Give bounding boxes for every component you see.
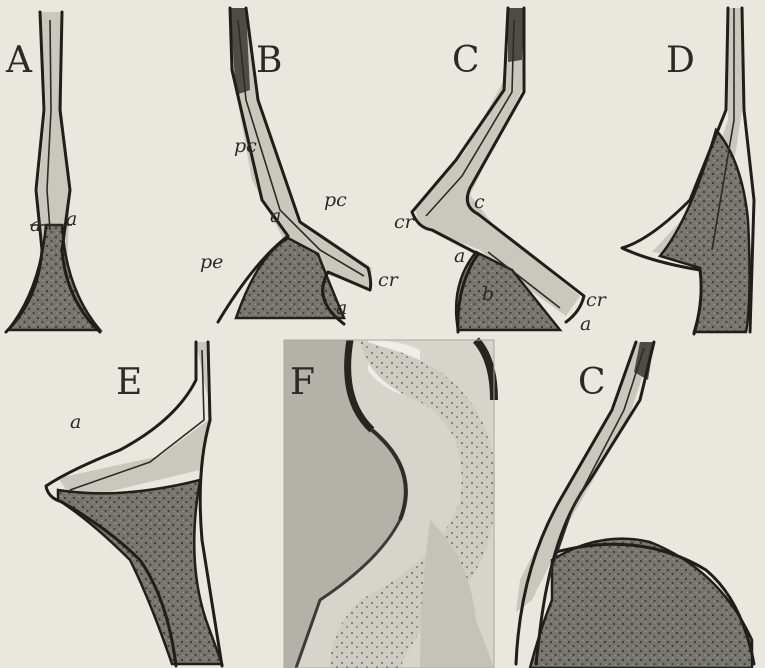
panel-f-letter: F — [290, 362, 315, 403]
panel-b-annotation-pc-2: pc — [324, 189, 347, 211]
panel-b: B pc pc a pe cr a — [200, 8, 400, 324]
panel-c-top: C cr c a b cr a — [394, 8, 608, 335]
panel-e-letter: E — [116, 362, 142, 403]
panel-c-top-annotation-a: a — [454, 245, 465, 267]
panel-a: A a a — [5, 12, 100, 332]
panel-a-letter: A — [5, 40, 33, 81]
panel-b-annotation-cr: cr — [378, 269, 400, 291]
panel-a-annotation-1: a — [30, 214, 41, 236]
panel-d: D — [622, 8, 754, 334]
panel-a-annotation-2: a — [66, 208, 77, 230]
panel-f: F — [284, 340, 495, 668]
panel-c-top-annotation-c: c — [474, 191, 485, 213]
panel-c-top-annotation-cr-2: cr — [586, 289, 608, 311]
panel-c-top-annotation-b: b — [482, 283, 494, 305]
panel-c-top-letter: C — [452, 40, 480, 81]
panel-c-bottom: C — [516, 342, 754, 668]
panel-e-annotation-a: a — [70, 411, 81, 433]
panel-b-annotation-a-1: a — [270, 205, 281, 227]
panel-b-letter: B — [256, 40, 282, 81]
panel-e: E a — [46, 342, 222, 666]
panel-b-annotation-pc-1: pc — [234, 135, 257, 157]
panel-b-annotation-a-2: a — [336, 297, 347, 319]
panel-d-letter: D — [666, 40, 695, 81]
panel-b-annotation-pe: pe — [200, 251, 223, 273]
panel-c-bottom-letter: C — [578, 362, 606, 403]
panel-c-top-annotation-cr-1: cr — [394, 211, 416, 233]
panel-c-top-annotation-a-2: a — [580, 313, 591, 335]
